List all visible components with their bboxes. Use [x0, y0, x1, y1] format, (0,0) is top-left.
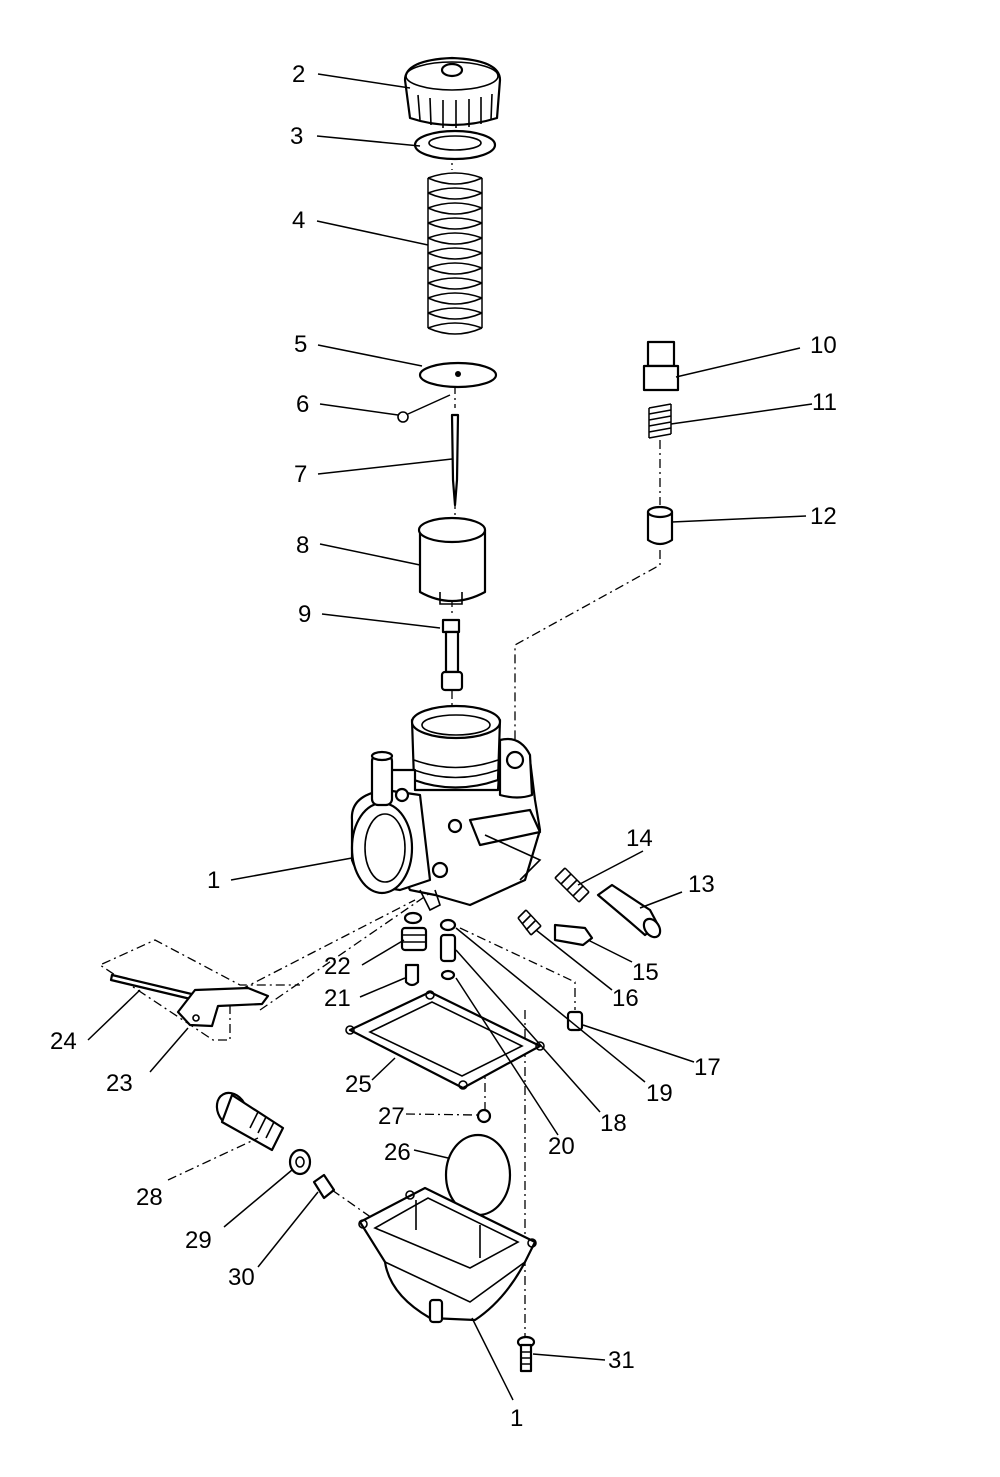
label-carb-body: 1: [207, 867, 220, 894]
label-e-clip: 6: [296, 391, 309, 418]
float-bowl-gasket-part: [345, 990, 545, 1090]
valve-seat-part: [400, 911, 428, 952]
drain-bolt-part: [215, 1091, 285, 1152]
float-ball-part: [476, 1108, 492, 1124]
label-o-ring-b: 20: [548, 1133, 575, 1160]
cap-part: [403, 56, 502, 128]
float-arm-part: [176, 986, 270, 1028]
label-pilot-plug: 17: [694, 1054, 721, 1081]
carb-body-part: [350, 704, 542, 912]
part-number-labels: 2 3 4 5 6 7 8 9 10 11 12 13 14 15 16 17 …: [50, 61, 837, 1432]
label-cap: 2: [292, 61, 305, 88]
label-washer: 3: [290, 123, 303, 150]
float-pin-part: [109, 973, 202, 1003]
jet-needle-part: [450, 413, 460, 507]
label-air-screw: 15: [632, 959, 659, 986]
drain-washer-part: [288, 1148, 312, 1176]
throttle-valve-part: [417, 516, 487, 605]
label-inlet-needle: 21: [324, 985, 351, 1012]
label-float-pin: 24: [50, 1028, 77, 1055]
label-drain-washer: 29: [185, 1227, 212, 1254]
label-needle-retainer: 5: [294, 331, 307, 358]
needle-retainer-part: [418, 361, 498, 389]
label-fitting: 10: [810, 332, 837, 359]
leader-lines: [87, 73, 813, 1401]
label-o-ring-a: 19: [646, 1080, 673, 1107]
label-bowl-screw: 31: [608, 1347, 635, 1374]
needle-jet-part: [440, 618, 464, 692]
label-throttle-stop-screw: 13: [688, 871, 715, 898]
air-screw-part: [553, 923, 594, 947]
small-spring-part: [648, 403, 672, 439]
label-needle-jet: 9: [298, 601, 311, 628]
float-arm-outline: [98, 892, 431, 1041]
label-jet-needle: 7: [294, 461, 307, 488]
label-throttle-valve: 8: [296, 532, 309, 559]
spring-part: [427, 172, 483, 337]
stop-screw-spring-part: [554, 867, 590, 903]
fitting-part: [642, 340, 680, 392]
label-plunger: 12: [810, 503, 837, 530]
label-float-ball: 27: [378, 1103, 405, 1130]
float-bowl-part: [358, 1186, 537, 1324]
label-stop-screw-spring: 14: [626, 825, 653, 852]
label-valve-seat: 22: [324, 953, 351, 980]
inlet-needle-part: [404, 963, 420, 987]
label-main-jet: 30: [228, 1264, 255, 1291]
label-spring: 4: [292, 207, 305, 234]
label-drain-bolt: 28: [136, 1184, 163, 1211]
e-clip-part: [397, 394, 451, 423]
label-float: 26: [384, 1139, 411, 1166]
bowl-screw-part: [516, 1335, 536, 1373]
air-screw-spring-part: [517, 909, 542, 936]
label-air-screw-spring: 16: [612, 985, 639, 1012]
label-float-bowl: 1: [510, 1405, 523, 1432]
label-pilot-jet: 18: [600, 1110, 627, 1137]
throttle-stop-screw-part: [596, 883, 662, 939]
washer-part: [413, 129, 497, 161]
label-float-bowl-gasket: 25: [345, 1071, 372, 1098]
label-small-spring: 11: [812, 389, 837, 416]
main-jet-part: [312, 1173, 336, 1200]
pilot-jet-part: [439, 918, 457, 981]
label-float-arm: 23: [106, 1070, 133, 1097]
plunger-part: [646, 505, 674, 546]
pilot-plug-part: [566, 1010, 584, 1032]
